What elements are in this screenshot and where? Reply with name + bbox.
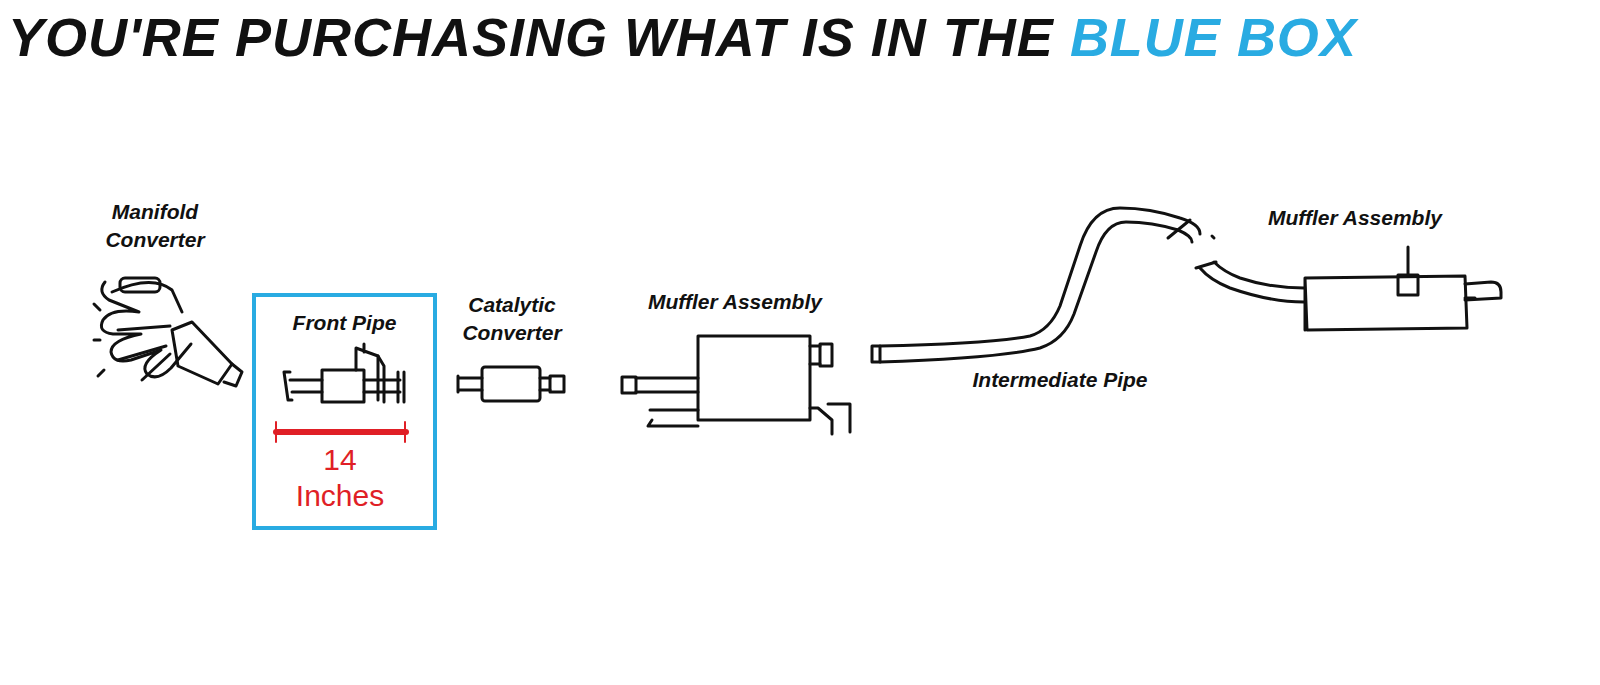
part-label: Muffler Assembly: [600, 288, 870, 316]
manifold-converter: [94, 278, 242, 386]
front-pipe: [284, 344, 404, 402]
intermediate-pipe: [872, 208, 1200, 362]
dimension-bar: [276, 422, 406, 442]
page-title: YOU'RE PURCHASING WHAT IS IN THE: [8, 6, 1054, 68]
rear-muffler-assembly: [1196, 236, 1501, 330]
part-label: Catalytic Converter: [447, 291, 577, 347]
part-name: Front Pipe: [256, 311, 433, 335]
title-highlight: BLUE BOX: [1070, 6, 1357, 68]
dimension-text: 14 Inches: [290, 442, 390, 514]
purchase-box: Front Pipe 14 Inches: [252, 293, 437, 530]
part-label: Intermediate Pipe: [960, 366, 1160, 394]
part-label: Muffler Assembly: [1225, 204, 1485, 232]
muffler-assembly: [622, 336, 850, 434]
part-label: Manifold Converter: [95, 198, 215, 254]
title-row: YOU'RE PURCHASING WHAT IS IN THE BLUE BOX: [8, 6, 1357, 68]
catalytic-converter: [458, 367, 564, 401]
